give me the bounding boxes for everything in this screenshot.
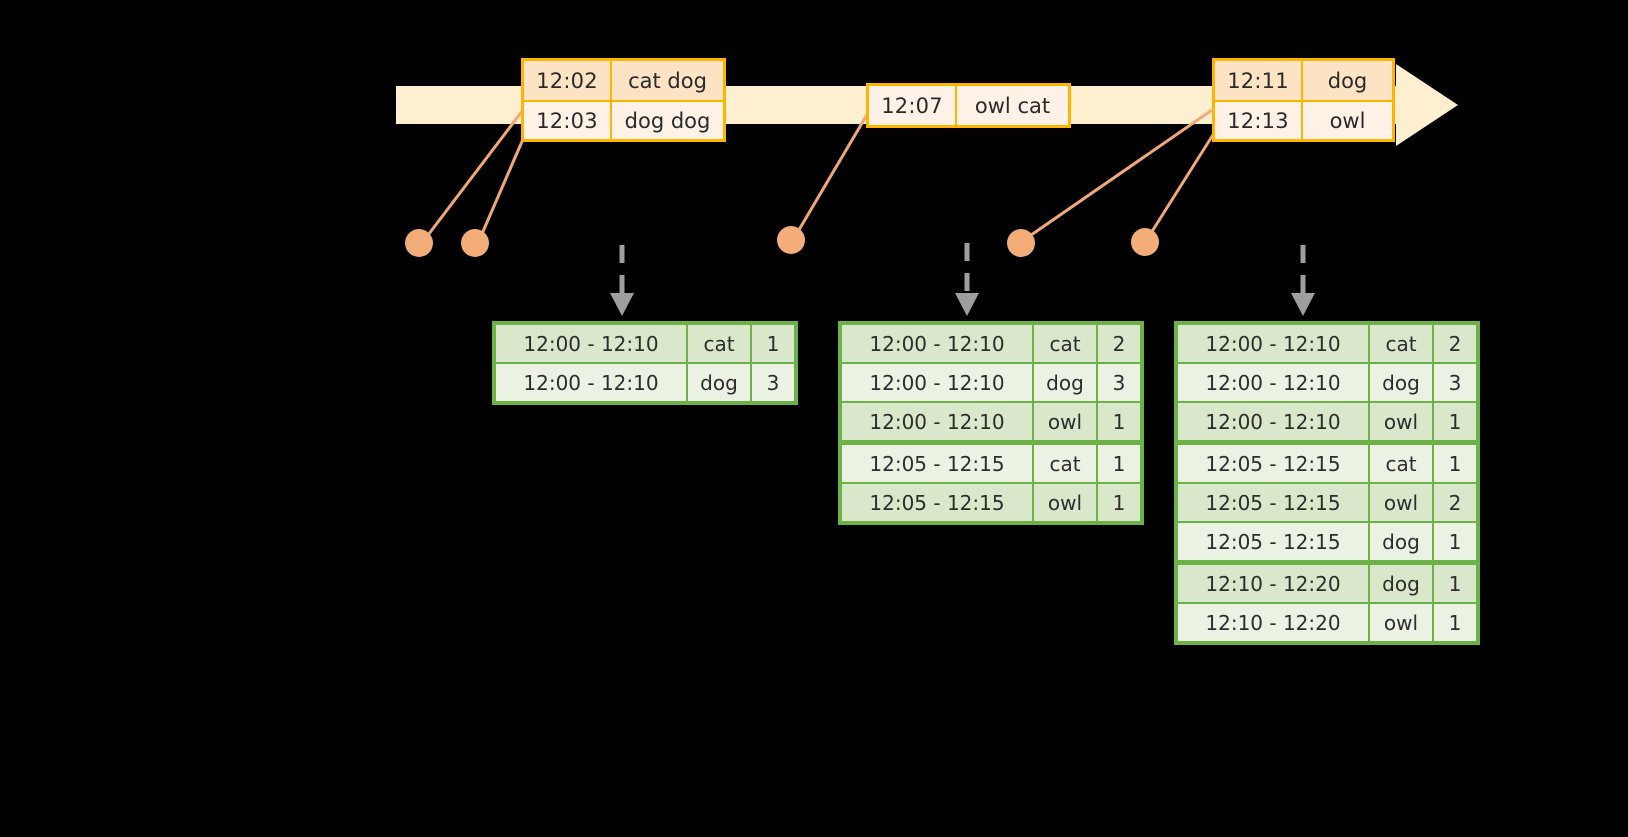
result-count: 1 <box>1434 604 1476 641</box>
connector-line-3 <box>791 112 870 241</box>
result-count: 1 <box>1434 523 1476 560</box>
result-window: 12:05 - 12:15 <box>842 484 1032 521</box>
connector-dot-4 <box>1007 229 1035 257</box>
event-words: owl <box>1329 108 1366 133</box>
event-words: dog <box>1327 68 1368 93</box>
dashed-arrow-head-3 <box>1291 293 1315 316</box>
result-count: 1 <box>1098 445 1140 482</box>
dashed-arrow-heads <box>610 293 1315 316</box>
result-window: 12:05 - 12:15 <box>1178 523 1368 560</box>
result-word: cat <box>688 325 750 362</box>
event-time: 12:11 <box>1215 61 1303 100</box>
result-count: 3 <box>752 364 794 401</box>
result-count: 1 <box>1098 403 1140 440</box>
event-time: 12:07 <box>869 86 957 125</box>
result-window: 12:05 - 12:15 <box>1178 445 1368 482</box>
result-count: 2 <box>1434 325 1476 362</box>
connector-line-2 <box>476 129 529 244</box>
event-words: dog dog <box>624 108 711 133</box>
result-count: 1 <box>1434 565 1476 602</box>
result-word: dog <box>1370 565 1432 602</box>
connector-dot-5 <box>1131 228 1159 256</box>
dashed-arrow-head-1 <box>610 293 634 316</box>
result-window: 12:00 - 12:10 <box>1178 403 1368 440</box>
connector-line-1 <box>420 109 525 244</box>
event-row[interactable]: 12:11 dog <box>1215 61 1392 100</box>
event-row[interactable]: 12:03 dog dog <box>524 100 723 139</box>
result-word: cat <box>1034 325 1096 362</box>
result-count: 3 <box>1098 364 1140 401</box>
result-count: 1 <box>1434 445 1476 482</box>
result-word: dog <box>688 364 750 401</box>
event-group-2[interactable]: 12:07 owl cat <box>866 83 1071 128</box>
result-window: 12:00 - 12:10 <box>1178 364 1368 401</box>
event-words: owl cat <box>974 93 1051 118</box>
event-words: cat dog <box>628 68 707 93</box>
event-time: 12:03 <box>524 102 612 139</box>
event-group-3[interactable]: 12:11 dog 12:13 owl <box>1212 58 1395 142</box>
event-time: 12:13 <box>1215 102 1303 139</box>
result-window: 12:10 - 12:20 <box>1178 565 1368 602</box>
connector-line-5 <box>1144 129 1218 242</box>
result-word: owl <box>1034 403 1096 440</box>
event-group-1[interactable]: 12:02 cat dog 12:03 dog dog <box>521 58 726 142</box>
result-window: 12:00 - 12:10 <box>496 325 686 362</box>
result-count: 1 <box>1098 484 1140 521</box>
result-word: owl <box>1370 403 1432 440</box>
result-count: 2 <box>1434 484 1476 521</box>
connector-dots <box>405 226 1159 257</box>
result-window: 12:00 - 12:10 <box>496 364 686 401</box>
connector-dot-2 <box>461 229 489 257</box>
result-word: cat <box>1034 445 1096 482</box>
result-window: 12:00 - 12:10 <box>1178 325 1368 362</box>
result-word: cat <box>1370 325 1432 362</box>
result-window: 12:05 - 12:15 <box>842 445 1032 482</box>
result-word: owl <box>1370 604 1432 641</box>
connector-dot-1 <box>405 229 433 257</box>
result-word: cat <box>1370 445 1432 482</box>
result-word: dog <box>1370 523 1432 560</box>
dashed-arrows <box>619 243 1306 295</box>
event-row[interactable]: 12:02 cat dog <box>524 61 723 100</box>
result-count: 2 <box>1098 325 1140 362</box>
result-word: owl <box>1370 484 1432 521</box>
result-window: 12:05 - 12:15 <box>1178 484 1368 521</box>
result-word: owl <box>1034 484 1096 521</box>
result-count: 1 <box>1434 403 1476 440</box>
result-window: 12:00 - 12:10 <box>842 403 1032 440</box>
result-window: 12:10 - 12:20 <box>1178 604 1368 641</box>
result-window: 12:00 - 12:10 <box>842 325 1032 362</box>
event-time: 12:02 <box>524 61 612 100</box>
result-window: 12:00 - 12:10 <box>842 364 1032 401</box>
connector-dot-3 <box>777 226 805 254</box>
event-row[interactable]: 12:13 owl <box>1215 100 1392 139</box>
result-count: 1 <box>752 325 794 362</box>
result-word: dog <box>1034 364 1096 401</box>
connector-line-4 <box>1020 108 1213 244</box>
result-count: 3 <box>1434 364 1476 401</box>
event-row[interactable]: 12:07 owl cat <box>869 86 1068 125</box>
dashed-arrow-head-2 <box>955 293 979 316</box>
result-word: dog <box>1370 364 1432 401</box>
